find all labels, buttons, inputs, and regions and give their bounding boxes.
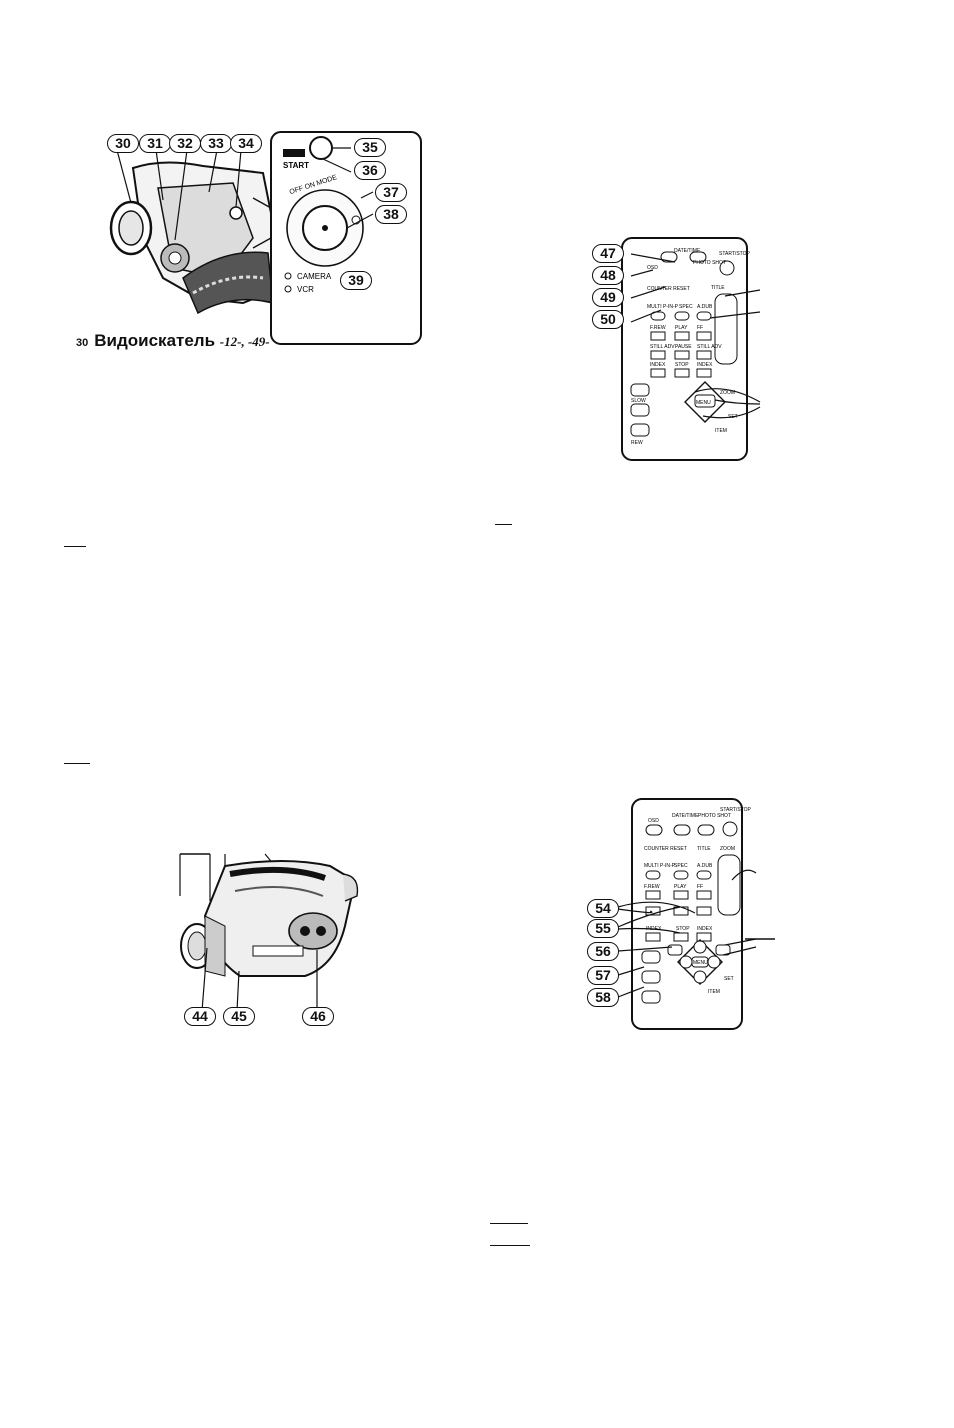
- title-label: TITLE: [711, 285, 725, 291]
- start-stop-label-2: START/STOP: [720, 807, 752, 813]
- text-placeholder-dash: [64, 546, 86, 548]
- still-adv-right-label: STILL ADV: [697, 344, 722, 350]
- remote-1-illustration: DATE/TIME OSD PHOTO SHOT START/STOP COUN…: [621, 237, 761, 461]
- counter-reset-label: COUNTER RESET: [647, 286, 690, 292]
- camcorder-side-illustration: [179, 853, 359, 1012]
- set-label-2: SET: [724, 976, 734, 982]
- vcr-lamp-label: VCR: [297, 285, 314, 294]
- photo-shot-label: PHOTO SHOT: [693, 260, 726, 266]
- f-rew-label: F.REW: [650, 325, 666, 331]
- text-placeholder-dash: [495, 524, 512, 526]
- spec-label-2: SPEC: [674, 863, 688, 869]
- ff-label: FF: [697, 325, 703, 331]
- callout-49: 49: [592, 288, 624, 307]
- callout-33: 33: [200, 134, 232, 153]
- figure-remote-control-2: OSD DATE/TIME PHOTO SHOT START/STOP COUN…: [580, 795, 785, 1035]
- slow-label: SLOW: [631, 398, 646, 404]
- index-left-label: INDEX: [650, 362, 666, 368]
- callout-39: 39: [340, 271, 372, 290]
- callout-56: 56: [587, 942, 619, 961]
- osd-label-2: OSD: [648, 818, 659, 824]
- callout-54: 54: [587, 899, 619, 918]
- caption-title: Видоискатель: [94, 331, 216, 350]
- date-time-label: DATE/TIME: [674, 248, 701, 254]
- menu-label-2: MENU: [693, 960, 708, 966]
- callout-47: 47: [592, 244, 624, 263]
- spec-label: SPEC: [679, 304, 693, 310]
- stop-label-2: STOP: [676, 926, 690, 932]
- zoom-label: ZOOM: [720, 390, 735, 396]
- callout-32: 32: [169, 134, 201, 153]
- text-placeholder-dash: [64, 763, 90, 765]
- photo-shot-label-2: PHOTO SHOT: [698, 813, 731, 819]
- callout-38: 38: [375, 205, 407, 224]
- text-placeholder-dash: [490, 1223, 528, 1225]
- callout-35: 35: [354, 138, 386, 157]
- callout-37: 37: [375, 183, 407, 202]
- camera-lamp-label: CAMERA: [297, 272, 332, 281]
- callout-30: 30: [107, 134, 139, 153]
- text-placeholder-dash: [490, 1245, 530, 1247]
- figure-remote-control-1: DATE/TIME OSD PHOTO SHOT START/STOP COUN…: [575, 232, 775, 464]
- callout-58: 58: [587, 988, 619, 1007]
- osd-label: OSD: [647, 265, 658, 271]
- a-dub-label-2: A.DUB: [697, 863, 713, 869]
- callout-50: 50: [592, 310, 624, 329]
- stop-label: STOP: [675, 362, 689, 368]
- figure-camcorder-side: 44 45 46: [165, 836, 370, 1026]
- date-time-label-2: DATE/TIME: [672, 813, 699, 819]
- zoom-label-2: ZOOM: [720, 846, 735, 852]
- still-adv-left-label: STILL ADV: [650, 344, 675, 350]
- multi-p-in-p-label-2: MULTI P-IN-P: [644, 863, 676, 869]
- caption-number: 30: [76, 337, 89, 349]
- rew-label: REW: [631, 440, 643, 446]
- caption-page-refs: -12-, -49-: [219, 334, 270, 349]
- figure-camcorder-top: START OFF ON MODE CAMERA VCR 30 31 32 33…: [103, 128, 423, 348]
- multi-p-in-p-label: MULTI P-IN-P: [647, 304, 679, 310]
- counter-reset-label-2: COUNTER RESET: [644, 846, 687, 852]
- callout-48: 48: [592, 266, 624, 285]
- title-label-2: TITLE: [697, 846, 711, 852]
- pause-label: PAUSE: [675, 344, 692, 350]
- callout-45: 45: [223, 1007, 255, 1026]
- camcorder-top-illustration: START OFF ON MODE CAMERA VCR: [109, 131, 422, 345]
- f-rew-label-2: F.REW: [644, 884, 660, 890]
- index-right-label: INDEX: [697, 362, 713, 368]
- callout-31: 31: [139, 134, 171, 153]
- play-label-2: PLAY: [674, 884, 687, 890]
- menu-label: MENU: [696, 400, 711, 406]
- item-label: ITEM: [715, 428, 727, 434]
- start-label: START: [283, 161, 309, 170]
- a-dub-label: A.DUB: [697, 304, 713, 310]
- callout-55: 55: [587, 919, 619, 938]
- ff-label-2: FF: [697, 884, 703, 890]
- callout-34: 34: [230, 134, 262, 153]
- callout-44: 44: [184, 1007, 216, 1026]
- callout-57: 57: [587, 966, 619, 985]
- caption-viewfinder: 30 Видоискатель -12-, -49-: [76, 331, 270, 351]
- callout-36: 36: [354, 161, 386, 180]
- item-label-2: ITEM: [708, 989, 720, 995]
- remote-2-illustration: OSD DATE/TIME PHOTO SHOT START/STOP COUN…: [617, 798, 775, 1030]
- index-right-label-2: INDEX: [697, 926, 713, 932]
- callout-46: 46: [302, 1007, 334, 1026]
- play-label: PLAY: [675, 325, 688, 331]
- start-stop-label: START/STOP: [719, 251, 751, 257]
